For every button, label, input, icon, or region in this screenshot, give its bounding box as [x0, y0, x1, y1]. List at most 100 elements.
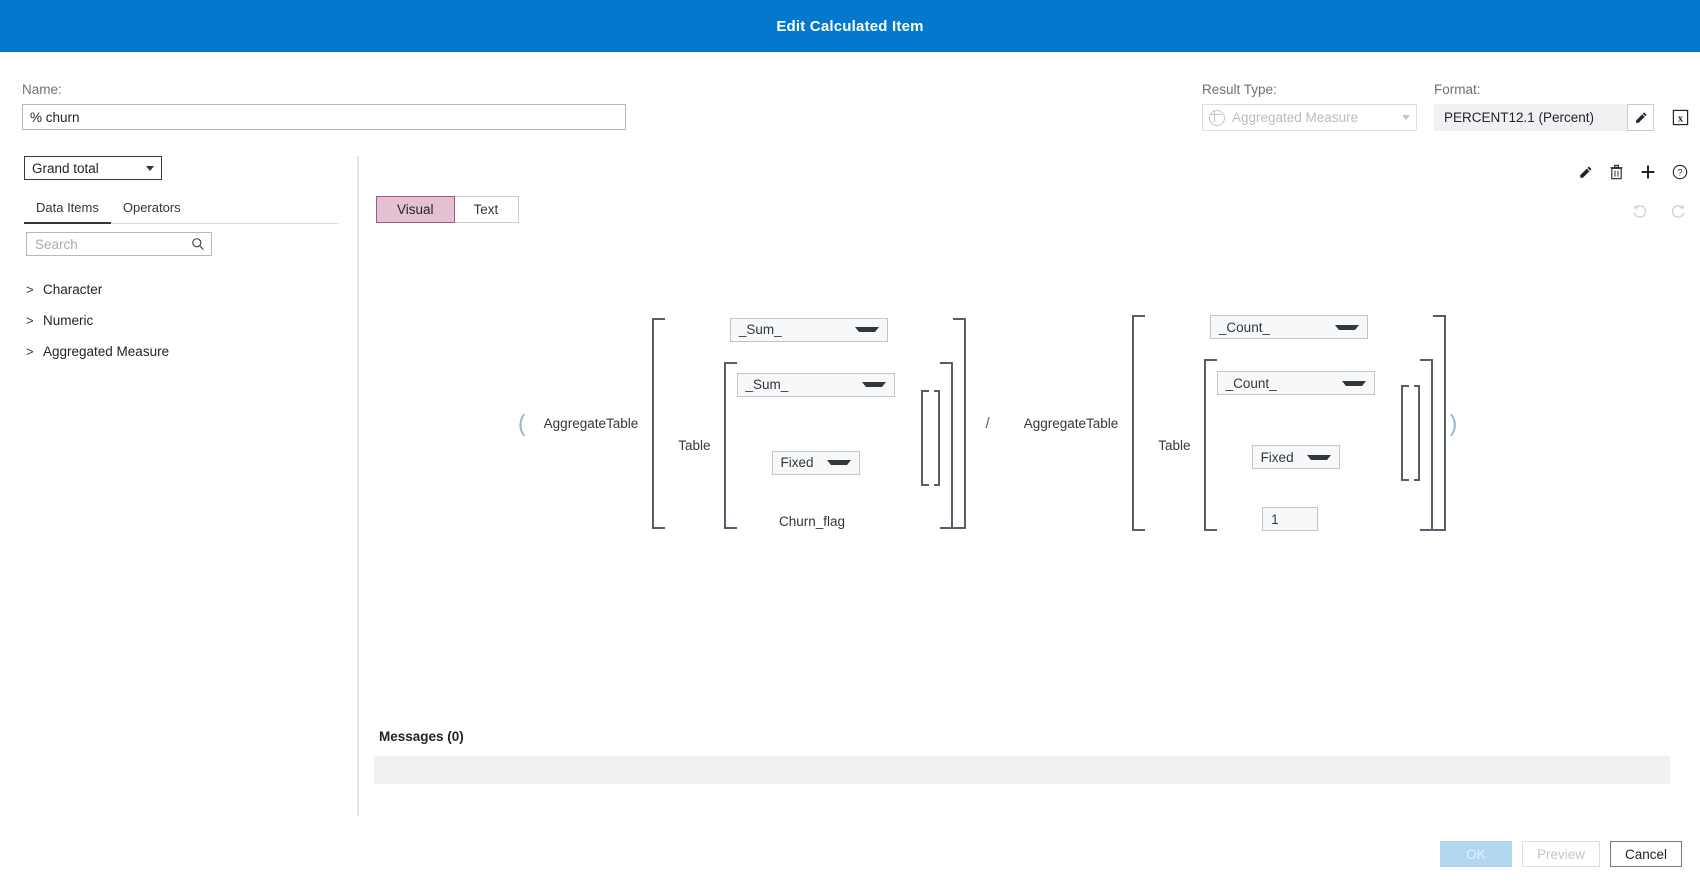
undo-redo-toolbar	[1632, 202, 1686, 218]
right-outer-aggregation-select[interactable]: _Count_	[1209, 315, 1368, 339]
aggregated-measure-icon	[1209, 109, 1225, 126]
right-outer-aggregation-value: _Count_	[1218, 319, 1270, 335]
left-inner-aggregation-select[interactable]: _Sum_	[736, 372, 895, 397]
chevron-down-icon	[1402, 115, 1410, 120]
search-input[interactable]	[33, 235, 191, 253]
format-clear-button[interactable]: x	[1666, 104, 1694, 131]
left-term-args: _Sum_ Table _Sum_	[665, 317, 953, 529]
left-inner-bracket-open	[723, 361, 737, 529]
right-outer-bracket-open	[1132, 315, 1146, 531]
tree-node-aggregated-measure[interactable]: > Aggregated Measure	[26, 336, 336, 367]
chevron-down-icon	[826, 460, 851, 465]
left-inner-group: Table _Sum_ Fixed	[665, 361, 953, 529]
data-items-tree: > Character > Numeric > Aggregated Measu…	[26, 274, 336, 367]
left-term-group: _Sum_ Table _Sum_	[652, 317, 966, 529]
dialog-titlebar: Edit Calculated Item	[0, 0, 1700, 52]
tab-operators[interactable]: Operators	[122, 200, 181, 215]
chevron-right-icon: >	[26, 282, 34, 297]
left-context-value: Fixed	[780, 455, 814, 470]
left-outer-bracket-open	[652, 317, 666, 529]
left-context-select[interactable]: Fixed	[771, 450, 860, 475]
toolbar-edit-button[interactable]	[1578, 165, 1593, 180]
open-paren: (	[518, 409, 526, 436]
svg-text:x: x	[1677, 113, 1683, 124]
tree-node-label: Character	[43, 282, 103, 297]
format-group: Format: PERCENT12.1 (Percent) x	[1434, 82, 1694, 131]
result-type-value: Aggregated Measure	[1232, 110, 1359, 125]
x-boxed-icon: x	[1672, 109, 1688, 126]
trash-icon	[1610, 164, 1623, 180]
chevron-right-icon: >	[26, 344, 34, 359]
scope-select[interactable]: Grand total	[24, 156, 162, 180]
right-inner-top-row: _Count_ Fixed	[1216, 359, 1420, 482]
tree-node-label: Aggregated Measure	[43, 344, 170, 359]
messages-body	[374, 756, 1670, 784]
question-circle-icon: ?	[1672, 164, 1688, 180]
tree-node-character[interactable]: > Character	[26, 274, 336, 305]
close-paren: )	[1449, 409, 1458, 436]
left-function-name[interactable]: AggregateTable	[543, 415, 639, 431]
left-inner-left-col: _Sum_ Fixed	[736, 372, 895, 475]
svg-text:?: ?	[1677, 168, 1682, 178]
left-leaf-item[interactable]: Churn_flag	[779, 513, 846, 529]
plus-icon	[1641, 165, 1655, 179]
right-empty-parameter-slot[interactable]	[1400, 384, 1420, 482]
right-inner-left-col: _Count_ Fixed	[1216, 371, 1375, 469]
left-empty-parameter-slot[interactable]	[920, 389, 940, 486]
result-type-select: Aggregated Measure	[1202, 104, 1417, 131]
toolbar-add-button[interactable]	[1640, 164, 1656, 180]
expression-canvas[interactable]: ( AggregateTable _Sum_ Table	[359, 240, 1700, 710]
left-outer-aggregation-value: _Sum_	[738, 322, 782, 337]
toolbar-delete-button[interactable]	[1609, 164, 1624, 180]
tree-node-numeric[interactable]: > Numeric	[26, 305, 336, 336]
chevron-down-icon	[854, 327, 879, 332]
toolbar-help-button[interactable]: ?	[1672, 164, 1688, 180]
panel-divider	[358, 156, 359, 816]
result-type-group: Result Type: Aggregated Measure	[1202, 82, 1417, 131]
chevron-down-icon	[1306, 454, 1331, 460]
tab-visual[interactable]: Visual	[376, 196, 455, 223]
right-inner-bracket-close	[1419, 359, 1433, 531]
chevron-down-icon	[861, 382, 886, 387]
right-context-select[interactable]: Fixed	[1251, 445, 1340, 469]
toolbar-redo-button[interactable]	[1669, 202, 1686, 218]
right-inner-aggregation-value: _Count_	[1225, 375, 1277, 391]
right-outer-bracket-close	[1432, 315, 1446, 531]
toolbar-undo-button[interactable]	[1632, 202, 1649, 218]
right-term-group: _Count_ Table _Count_	[1132, 315, 1446, 531]
left-inner-bracket-close	[939, 361, 953, 529]
name-label: Name:	[22, 82, 62, 97]
ok-button[interactable]: OK	[1439, 841, 1512, 867]
search-box[interactable]	[26, 232, 212, 256]
divide-operator[interactable]: /	[985, 414, 990, 432]
redo-icon	[1671, 204, 1685, 218]
left-outer-aggregation-select[interactable]: _Sum_	[729, 317, 888, 342]
scope-select-value: Grand total	[32, 160, 99, 176]
tree-node-label: Numeric	[43, 313, 94, 328]
expression-toolbar: ?	[1578, 164, 1688, 180]
format-edit-button[interactable]	[1627, 104, 1654, 131]
right-inner-bracket-open	[1203, 359, 1217, 531]
left-table-label: Table	[678, 437, 711, 453]
chevron-down-icon	[1341, 380, 1366, 386]
undo-icon	[1633, 204, 1647, 218]
messages-title: Messages (0)	[379, 729, 464, 744]
right-leaf-value[interactable]: 1	[1262, 507, 1319, 531]
name-input[interactable]	[22, 104, 626, 130]
dialog-title: Edit Calculated Item	[776, 17, 924, 35]
left-inner-top-row: _Sum_ Fixed	[736, 362, 940, 486]
right-inner-group: Table _Count_ Fixed	[1145, 359, 1433, 531]
left-outer-bracket-close	[952, 317, 966, 529]
tab-text[interactable]: Text	[453, 197, 519, 222]
cancel-button[interactable]: Cancel	[1609, 841, 1682, 867]
left-inner-args: _Sum_ Fixed Churn_flag	[736, 362, 940, 529]
chevron-right-icon: >	[26, 313, 34, 328]
left-panel: Grand total Data Items Operators > Chara…	[0, 156, 358, 816]
tab-data-items[interactable]: Data Items	[24, 196, 111, 224]
right-function-name[interactable]: AggregateTable	[1023, 415, 1119, 431]
search-icon[interactable]	[191, 237, 205, 251]
preview-button[interactable]: Preview	[1521, 841, 1600, 867]
right-inner-aggregation-select[interactable]: _Count_	[1216, 371, 1375, 395]
pencil-icon	[1635, 111, 1647, 123]
right-context-value: Fixed	[1260, 449, 1294, 465]
